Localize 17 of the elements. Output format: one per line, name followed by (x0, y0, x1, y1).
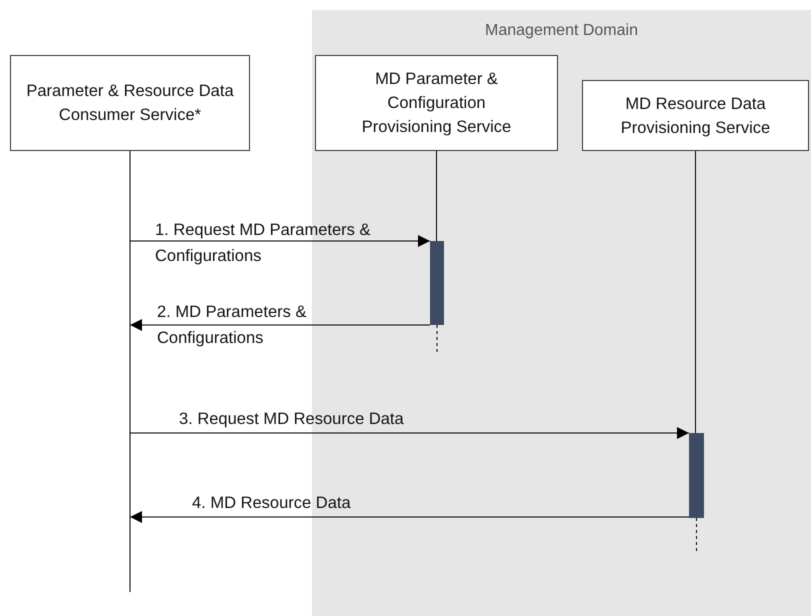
lifeline-box: Parameter & Resource Data Consumer Service* (10, 55, 250, 151)
lifeline (696, 518, 697, 552)
lifeline (695, 150, 696, 434)
lifeline-box: MD Resource Data Provisioning Service (582, 80, 809, 151)
message-arrow (130, 511, 690, 523)
lifeline-box: MD Parameter & Configuration Provisioning Service (315, 55, 558, 151)
domain-title: Management Domain (484, 22, 639, 40)
lifeline (436, 150, 437, 242)
edge-label: 3. Request MD Resource Data (179, 409, 405, 430)
edge-label: 2. MD Parameters & Configurations (157, 302, 308, 349)
activation-bar (430, 241, 444, 325)
edge-label: 4. MD Resource Data (192, 493, 352, 514)
message-arrow (130, 427, 690, 439)
activation-bar (689, 433, 704, 518)
edge-label: 1. Request MD Parameters & Configurations (155, 220, 372, 267)
message-arrow (130, 235, 430, 247)
message-arrow (130, 319, 430, 331)
